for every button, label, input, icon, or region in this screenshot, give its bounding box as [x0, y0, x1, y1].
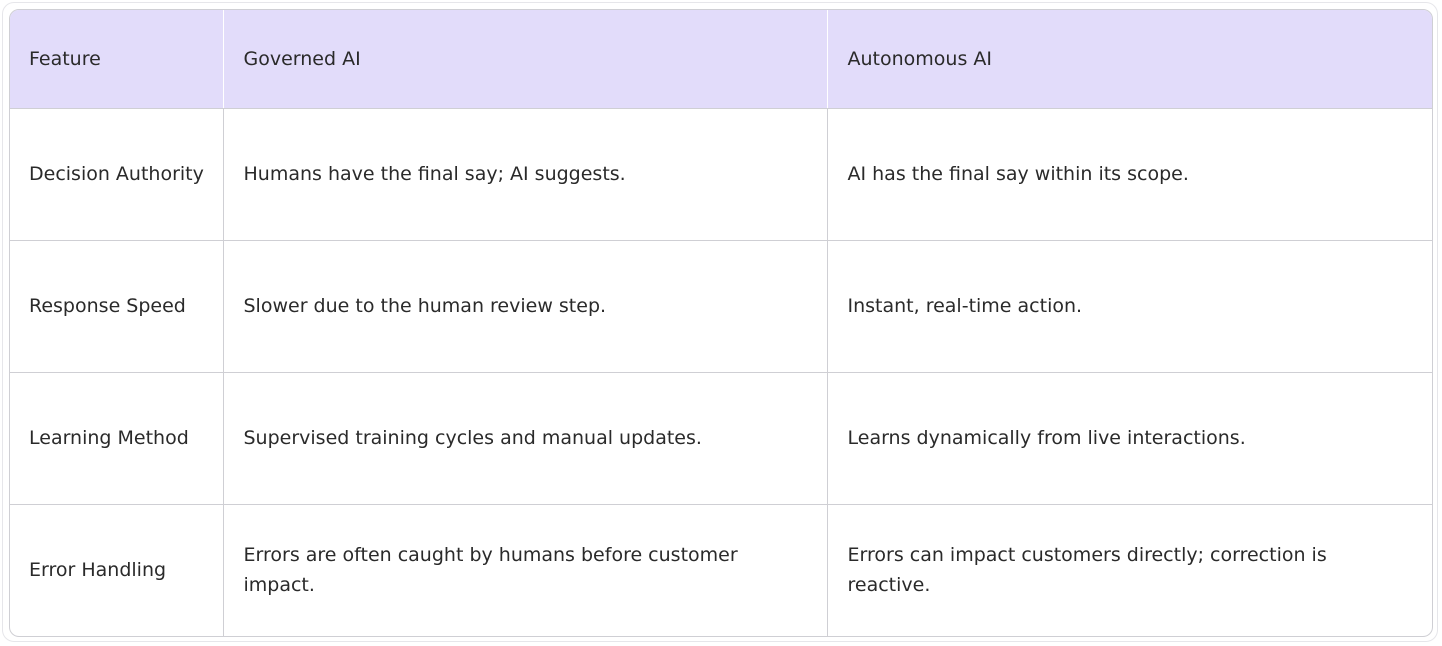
- table-row: Error Handling Errors are often caught b…: [10, 504, 1432, 636]
- table-row: Decision Authority Humans have the final…: [10, 108, 1432, 241]
- row-feature-cell: Error Handling: [10, 504, 224, 636]
- row-autonomous-cell: Instant, real-time action.: [827, 240, 1432, 373]
- row-feature-cell: Response Speed: [10, 240, 224, 373]
- row-feature-cell: Decision Authority: [10, 108, 224, 241]
- row-governed-cell: Supervised training cycles and manual up…: [223, 372, 828, 505]
- row-feature-cell: Learning Method: [10, 372, 224, 505]
- table-row: Learning Method Supervised training cycl…: [10, 372, 1432, 505]
- row-autonomous-cell: Learns dynamically from live interaction…: [827, 372, 1432, 505]
- row-governed-cell: Errors are often caught by humans before…: [223, 504, 828, 636]
- row-autonomous-cell: Errors can impact customers directly; co…: [847, 544, 1327, 597]
- comparison-table: Feature Governed AI Autonomous AI Decisi…: [10, 10, 1432, 636]
- row-governed-cell: Humans have the final say; AI suggests.: [223, 108, 828, 241]
- header-autonomous-ai: Autonomous AI: [827, 10, 1432, 109]
- row-autonomous-cell: AI has the final say within its scope.: [827, 108, 1432, 241]
- header-feature: Feature: [10, 10, 224, 109]
- table-row: Response Speed Slower due to the human r…: [10, 240, 1432, 373]
- table-header-row: Feature Governed AI Autonomous AI: [10, 10, 1432, 109]
- row-governed-cell: Slower due to the human review step.: [223, 240, 828, 373]
- comparison-table-container: Feature Governed AI Autonomous AI Decisi…: [9, 9, 1433, 637]
- header-governed-ai: Governed AI: [223, 10, 828, 109]
